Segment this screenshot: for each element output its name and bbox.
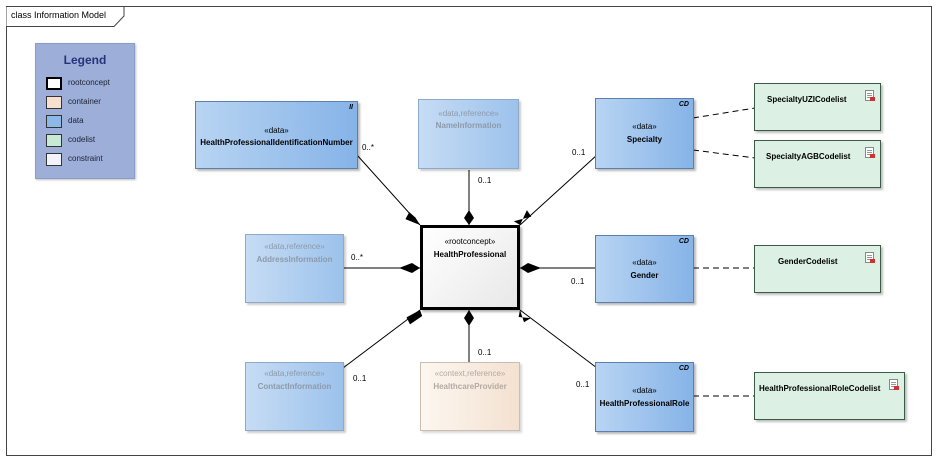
diamond-provider [464,310,474,326]
datatype-tag: CD [678,101,689,108]
multiplicity-hp-id: 0..* [362,143,375,152]
legend-label: constraint [68,154,103,163]
codelist-icon [865,147,875,158]
legend-label: codelist [68,135,96,144]
legend-label: rootconcept [68,78,110,87]
legend-label: container [68,97,101,106]
multiplicity-name-info: 0..1 [478,176,492,185]
legend-swatch-codelist [46,134,62,147]
codelist-name: SpecialtyAGBCodelist [766,152,851,161]
dep-specialty-uzi [692,107,756,119]
stereotype: «data» [632,122,657,131]
class-contact-information[interactable]: «data,reference» ContactInformation [245,362,344,431]
codelist-icon [889,379,899,390]
class-health-professional-root[interactable]: «rootconcept» HealthProfessional [420,225,520,310]
frame-title: class Information Model [11,10,107,20]
class-name: AddressInformation [256,255,333,264]
multiplicity-specialty: 0..1 [572,148,586,157]
codelist-gender[interactable]: GenderCodelist [754,245,881,293]
class-address-information[interactable]: «data,reference» AddressInformation [245,234,344,303]
stereotype: «data» [632,386,657,395]
class-name-information[interactable]: «data,reference» NameInformation [418,99,519,169]
stereotype: «data,reference» [438,109,499,118]
class-healthcare-provider[interactable]: «context,reference» HealthcareProvider [420,362,520,431]
multiplicity-contact: 0..1 [353,374,367,383]
class-name: HealthProfessionalIdentificationNumber [200,138,353,147]
stereotype: «data,reference» [264,369,325,378]
multiplicity-address: 0..* [351,253,364,262]
legend-label: data [68,116,84,125]
assoc-specialty [519,154,598,226]
datatype-tag: CD [678,365,689,372]
class-name: Specialty [626,135,663,144]
legend-swatch-data [46,115,62,128]
class-name: ContactInformation [257,382,332,391]
diagram-frame [6,6,932,456]
class-name: Gender [630,271,659,280]
diamond-address [399,263,420,273]
diamond-gender [520,263,541,273]
codelist-icon [865,252,875,263]
codelist-name: HealthProfessionalRoleCodelist [759,384,881,393]
codelist-specialty-agb[interactable]: SpecialtyAGBCodelist [754,140,881,188]
frame-tab [6,6,125,27]
class-name: HealthProfessionalRole [599,399,690,408]
diamond-name-info [464,210,474,225]
codelist-health-professional-role[interactable]: HealthProfessionalRoleCodelist [754,372,905,420]
class-specialty[interactable]: CD «data» Specialty [595,98,694,169]
assoc-role [519,309,598,369]
stereotype: «data» [632,258,657,267]
class-name: NameInformation [435,121,502,130]
stereotype: «data,reference» [264,242,325,251]
legend-swatch-container [46,96,62,109]
datatype-tag: II [349,104,353,111]
codelist-name: SpecialtyUZICodelist [767,95,847,104]
diamond-specialty [513,210,532,225]
legend-title: Legend [63,53,107,67]
class-name: HealthProfessional [433,250,507,259]
multiplicity-role: 0..1 [576,380,590,389]
class-gender[interactable]: CD «data» Gender [595,235,694,303]
dep-specialty-agb [692,149,756,159]
codelist-specialty-uzi[interactable]: SpecialtyUZICodelist [754,83,881,131]
class-name: HealthcareProvider [433,382,507,391]
legend-swatch-rootconcept [46,77,62,90]
multiplicity-gender: 0..1 [571,277,585,286]
stereotype: «rootconcept» [444,237,496,246]
stereotype: «data» [264,126,289,135]
diamond-contact [406,310,423,325]
assoc-contact [342,309,421,369]
diamond-role [518,310,531,323]
codelist-icon [865,90,875,101]
class-health-professional-identification-number[interactable]: II «data» HealthProfessionalIdentificati… [195,101,358,169]
multiplicity-provider: 0..1 [478,348,492,357]
stereotype: «context,reference» [434,369,506,378]
codelist-name: GenderCodelist [778,257,838,266]
legend: Legend rootconcept container data codeli… [35,43,135,179]
datatype-tag: CD [678,238,689,245]
legend-swatch-constraint [46,153,62,166]
diamond-hp-id [405,212,420,225]
class-health-professional-role[interactable]: CD «data» HealthProfessionalRole [595,362,694,432]
